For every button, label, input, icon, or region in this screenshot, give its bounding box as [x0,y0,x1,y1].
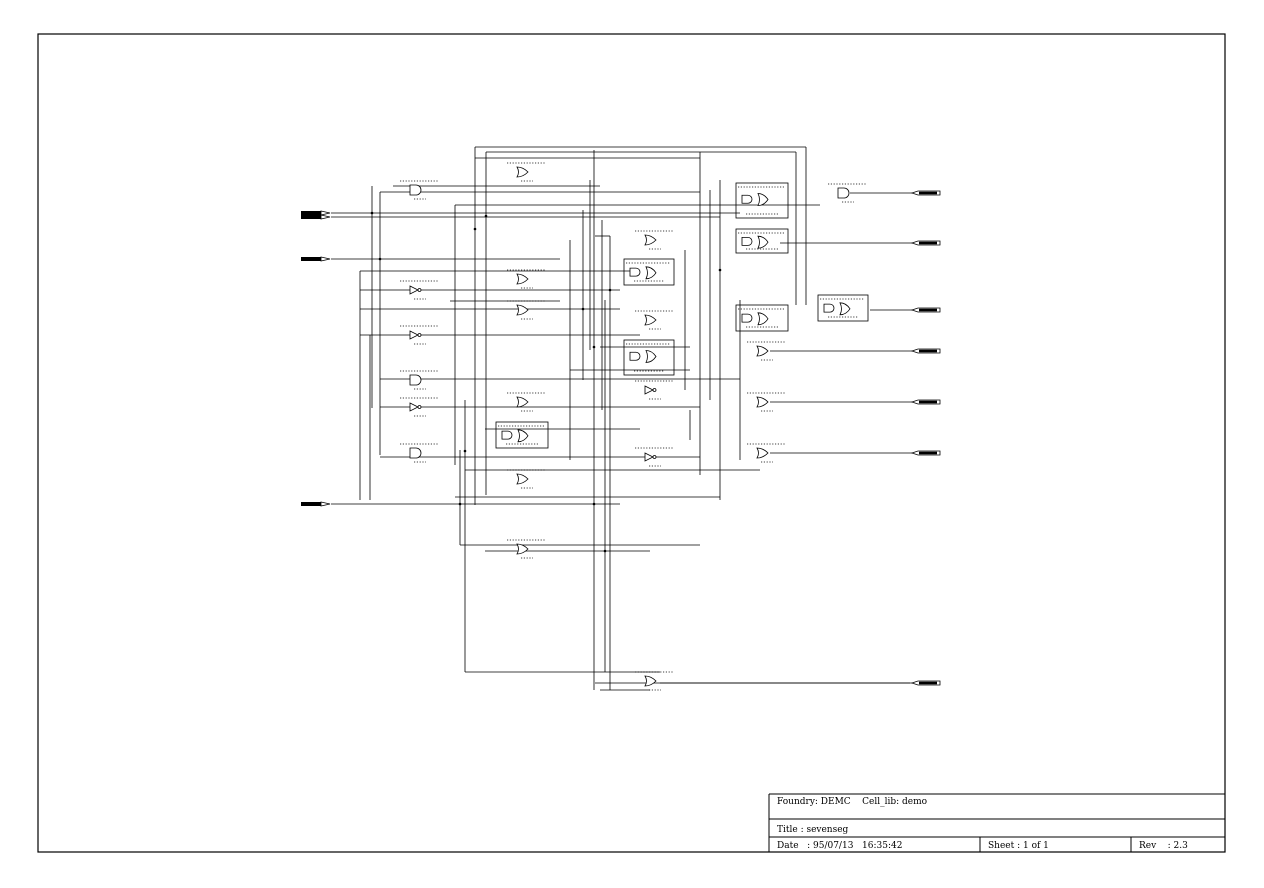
complex-cell-and [741,237,753,246]
or-gate [756,396,769,408]
complex-cell-box [495,421,549,449]
junction-dot [370,211,374,215]
date-label: Date : 95/07/13 16:35:42 [777,841,903,851]
gate-layer [400,162,869,691]
inverter-gate [409,330,419,340]
or-gate [516,543,529,555]
complex-cell-box [735,304,789,332]
inverter-gate [409,402,419,412]
inverter-gate [644,385,654,395]
output-port-label-bar [919,241,937,245]
complex-cell-box [735,228,789,254]
inverter-bubble [417,288,422,292]
input-ports [301,210,331,507]
title-label: Title : sevenseg [777,825,849,835]
input-port [301,211,321,215]
rev-label: Rev : 2.3 [1139,841,1188,851]
or-gate [644,234,657,246]
inverter-gate [409,285,419,295]
complex-cell-and [741,313,753,323]
junction-dot [378,257,382,261]
junction-dot [581,307,585,311]
junction-dot [463,449,467,453]
junction-dot [592,345,596,349]
or-gate [756,447,769,459]
complex-cell-and [501,430,513,440]
input-port-arrow [320,210,331,216]
complex-cell-box [735,182,789,219]
output-port [910,450,941,456]
inverter-gate [644,452,654,462]
complex-cell-and [629,351,641,361]
complex-cell-box [623,339,675,376]
junction-dot [603,549,607,553]
junction-dot [608,288,612,292]
foundry-label: Foundry: DEMC Cell_lib: demo [777,797,928,807]
junction-dot [458,502,462,506]
output-port [910,190,941,196]
output-port-label-bar [919,191,937,195]
title-block [768,793,1225,852]
complex-cell-and [823,303,835,313]
or-gate [756,345,769,357]
complex-cell-or [839,302,851,316]
and-gate [837,187,850,199]
or-gate [644,675,657,687]
complex-cell-or [645,266,657,280]
and-gate [409,374,422,386]
or-gate [516,396,529,408]
junction-dot [718,268,722,272]
junction-dot [484,214,488,218]
input-port-arrow [320,214,331,220]
or-gate [644,314,657,326]
output-port-label-bar [919,400,937,404]
or-gate [516,304,529,316]
output-ports [910,190,941,686]
inverter-bubble [652,455,657,459]
sheet-label: Sheet : 1 of 1 [988,841,1049,851]
output-port [910,399,941,405]
and-gate [409,447,422,459]
inverter-bubble [417,333,422,337]
inverter-bubble [652,388,657,392]
or-gate [516,273,529,285]
output-port-label-bar [919,681,937,685]
complex-cell-and [629,267,641,277]
output-port [910,348,941,354]
input-port [301,502,321,506]
output-port [910,680,941,686]
output-port-label-bar [919,308,937,312]
junction-dot [473,227,477,231]
wire-net [331,146,912,691]
complex-cell-box [623,258,675,286]
complex-cell-or [757,312,769,326]
input-port-arrow [320,256,331,262]
junction-dot [592,502,596,506]
input-port [301,257,321,261]
complex-cell-box [817,294,869,322]
complex-cell-or [757,235,769,249]
complex-cell-and [741,194,753,204]
input-port-arrow [320,501,331,507]
inverter-bubble [417,405,422,409]
or-gate [516,166,529,178]
output-port [910,307,941,313]
or-gate [516,473,529,485]
complex-cell-or [645,350,657,363]
drawing-border [37,33,1226,853]
and-gate [409,184,422,196]
output-port [910,240,941,246]
complex-cell-or [517,429,529,443]
complex-cell-or [757,193,769,206]
output-port-label-bar [919,451,937,455]
input-port [301,215,321,219]
output-port-label-bar [919,349,937,353]
